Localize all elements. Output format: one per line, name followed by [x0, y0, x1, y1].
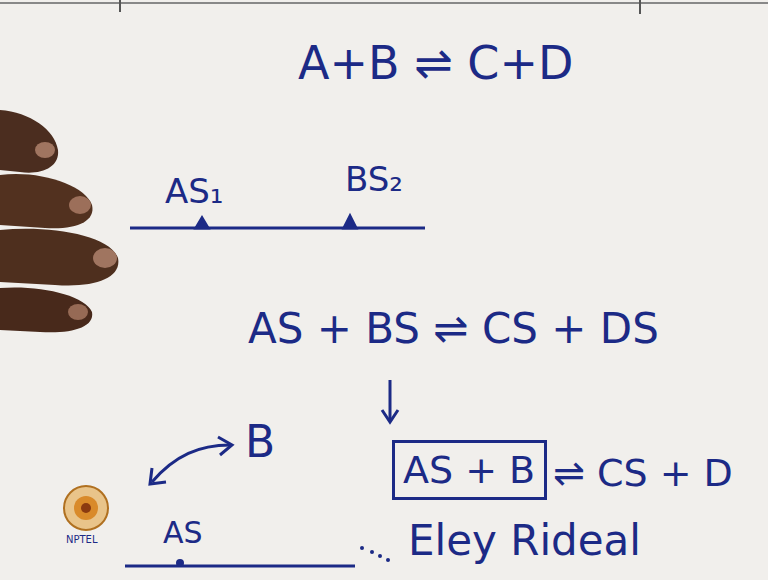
down-arrow	[382, 380, 398, 422]
surface	[130, 216, 425, 228]
board-mark	[119, 0, 121, 12]
surface	[125, 546, 390, 567]
site-label: BS₂	[345, 162, 403, 196]
adsorbed-species: AS	[163, 518, 203, 548]
highlight-box: AS + B	[392, 440, 547, 500]
mechanism-name: Eley Rideal	[408, 520, 641, 562]
boxed-term: AS + B	[403, 451, 535, 489]
equation: ⇌ CS + D	[553, 454, 733, 492]
board-mark	[639, 0, 641, 14]
equation: A+B ⇌ C+D	[298, 40, 573, 86]
hand	[0, 110, 118, 332]
equation: AS + BS ⇌ CS + DS	[248, 308, 659, 350]
board-edge	[0, 2, 768, 4]
nptel-logo	[64, 486, 108, 530]
site-label: AS₁	[165, 174, 223, 208]
logo-text: NPTEL	[66, 535, 98, 545]
gas-species: B	[245, 420, 275, 464]
double-arrow	[150, 437, 232, 484]
